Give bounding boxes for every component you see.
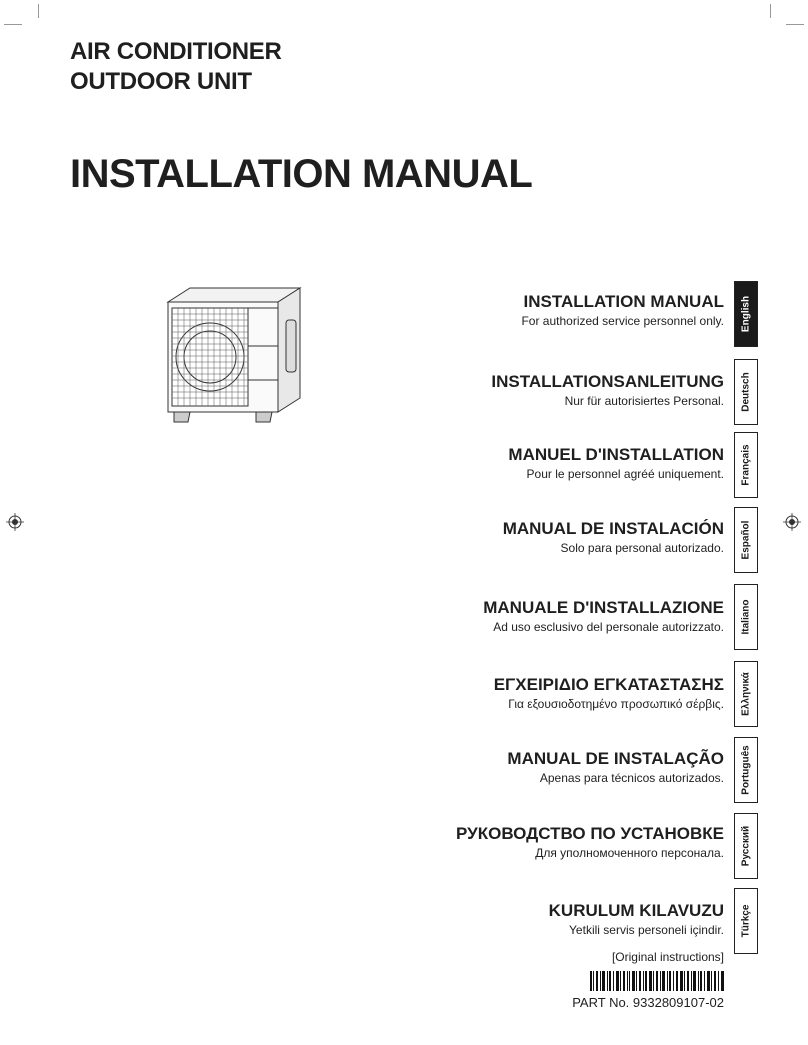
tab-label: Türkçe [740,904,752,938]
product-type-line1: AIR CONDITIONER [70,38,282,65]
lang-subtitle: Pour le personnel agréé uniquement. [526,467,724,481]
tab-label: Español [740,520,752,560]
lang-title: РУКОВОДСТВО ПО УСТАНОВКЕ [456,824,724,843]
tab-italiano[interactable]: Italiano [734,584,758,650]
tab-espanol[interactable]: Español [734,507,758,573]
tab-deutsch[interactable]: Deutsch [734,359,758,425]
tab-label: Ελληνικά [740,672,752,716]
lang-title: MANUALE D'INSTALLAZIONE [483,598,724,617]
lang-subtitle: For authorized service personnel only. [521,314,724,328]
lang-title: MANUAL DE INSTALAÇÃO [507,749,724,768]
registration-mark-icon [6,513,24,531]
crop-mark [786,24,804,26]
lang-title: INSTALLATIONSANLEITUNG [491,372,724,391]
original-instructions-note: [Original instructions] [611,950,724,964]
lang-block-greek: ΕΓΧΕΙΡΙΔΙΟ ΕΓΚΑΤΑΣΤΑΣΗΣ Για εξουσιοδοτημ… [294,674,724,713]
lang-block-spanish: MANUAL DE INSTALACIÓN Solo para personal… [294,518,724,557]
tab-label: Deutsch [740,372,752,412]
lang-subtitle: Για εξουσιοδοτημένο προσωπικό σέρβις. [508,697,724,711]
crop-mark [4,24,22,26]
lang-subtitle: Solo para personal autorizado. [560,541,724,555]
crop-mark [770,4,785,18]
lang-subtitle: Nur für autorisiertes Personal. [564,394,724,408]
lang-block-portuguese: MANUAL DE INSTALAÇÃO Apenas para técnico… [294,748,724,787]
tab-francais[interactable]: Français [734,432,758,498]
tab-label: Русский [740,825,752,867]
tab-turkce[interactable]: Türkçe [734,888,758,954]
lang-block-english: INSTALLATION MANUAL For authorized servi… [294,291,724,330]
lang-block-italian: MANUALE D'INSTALLAZIONE Ad uso esclusivo… [294,597,724,636]
lang-title: MANUAL DE INSTALACIÓN [502,519,724,538]
tab-label: English [740,295,752,333]
lang-block-german: INSTALLATIONSANLEITUNG Nur für autorisie… [294,371,724,410]
crop-mark [24,4,39,18]
lang-block-turkish: KURULUM KILAVUZU Yetkili servis personel… [294,900,724,939]
outdoor-unit-illustration [166,287,302,423]
lang-block-french: MANUEL D'INSTALLATION Pour le personnel … [294,444,724,483]
barcode [590,971,724,991]
lang-subtitle: Apenas para técnicos autorizados. [539,771,724,785]
registration-mark-icon [783,513,801,531]
tab-russkiy[interactable]: Русский [734,813,758,879]
lang-title: KURULUM KILAVUZU [548,901,724,920]
tab-label: Français [740,444,752,486]
product-type-line2: OUTDOOR UNIT [70,68,252,95]
page-title: INSTALLATION MANUAL [70,152,533,196]
tab-label: Português [740,745,752,795]
part-number: PART No. 9332809107-02 [572,995,724,1010]
tab-english[interactable]: English [734,281,758,347]
tab-portugues[interactable]: Português [734,737,758,803]
lang-title: ΕΓΧΕΙΡΙΔΙΟ ΕΓΚΑΤΑΣΤΑΣΗΣ [493,675,724,694]
lang-subtitle: Yetkili servis personeli içindir. [569,923,724,937]
lang-subtitle: Для уполномоченного персонала. [535,846,724,860]
lang-title: MANUEL D'INSTALLATION [508,445,724,464]
tab-ellinika[interactable]: Ελληνικά [734,661,758,727]
lang-subtitle: Ad uso esclusivo del personale autorizza… [493,620,724,634]
lang-title: INSTALLATION MANUAL [523,292,724,311]
tab-label: Italiano [740,599,752,635]
lang-block-russian: РУКОВОДСТВО ПО УСТАНОВКЕ Для уполномочен… [294,823,724,862]
